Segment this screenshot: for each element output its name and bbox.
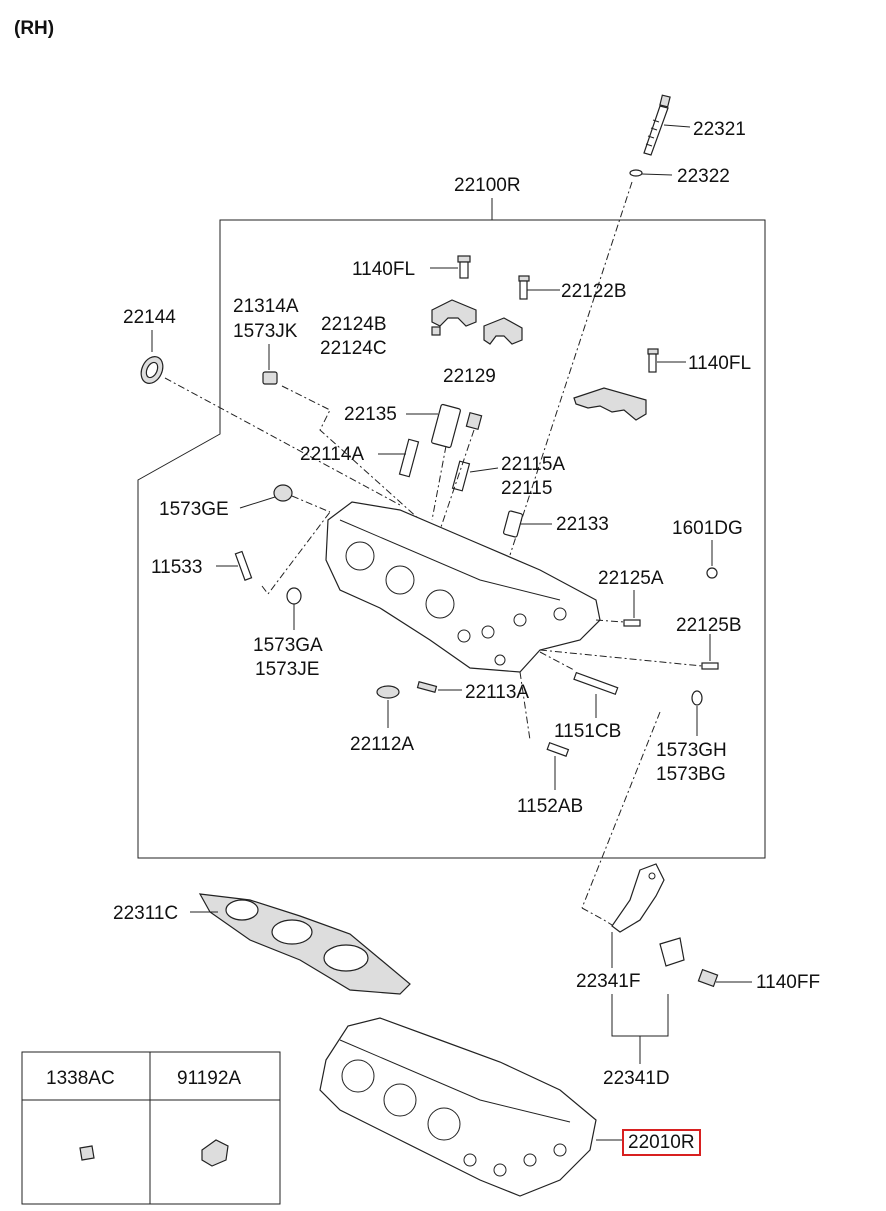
key-22113a-drawing [416, 681, 462, 693]
legend-table [21, 1051, 281, 1205]
label-22114a[interactable]: 22114A [300, 444, 365, 465]
label-22144[interactable]: 22144 [123, 307, 176, 328]
label-1573jk[interactable]: 1573JK [233, 321, 298, 342]
label-1140ff[interactable]: 1140FF [756, 972, 821, 993]
plug-1573ge-drawing [239, 484, 293, 509]
label-22113a[interactable]: 22113A [465, 682, 530, 703]
plug-21314a-drawing [262, 344, 278, 385]
bolt-1140fl-a-drawing [430, 255, 471, 279]
label-22125b[interactable]: 22125B [676, 615, 742, 636]
legend-label-1338ac[interactable]: 1338AC [46, 1068, 115, 1089]
bolt-1140ff-drawing [697, 968, 752, 988]
cylinder-head-22010r-drawing [319, 1017, 622, 1197]
clip-nut-drawing [79, 1145, 95, 1161]
gasket-22311c-drawing [190, 893, 411, 995]
label-22133[interactable]: 22133 [556, 514, 609, 535]
label-22125a[interactable]: 22125A [598, 568, 664, 589]
stud-22125b-drawing [701, 634, 719, 670]
label-22124b[interactable]: 22124B [321, 314, 387, 335]
label-1601dg[interactable]: 1601DG [672, 518, 743, 539]
bolt-guide-line [509, 181, 633, 556]
stud-1151cb-drawing [573, 671, 619, 718]
assembly-frame [137, 219, 766, 859]
label-22311c[interactable]: 22311C [113, 903, 179, 924]
label-1573ge[interactable]: 1573GE [159, 499, 229, 520]
cylinder-head-drawing [325, 501, 601, 673]
label-1140fl-b[interactable]: 1140FL [688, 353, 752, 374]
label-22124c[interactable]: 22124C [320, 338, 387, 359]
label-22322[interactable]: 22322 [677, 166, 730, 187]
legend-label-91192a[interactable]: 91192A [177, 1068, 242, 1089]
cam-cap-drawing [431, 299, 647, 421]
label-1573je[interactable]: 1573JE [255, 659, 320, 680]
label-22115a[interactable]: 22115A [501, 454, 566, 475]
bracket-22341f-drawing [611, 863, 685, 968]
label-22112a[interactable]: 22112A [350, 734, 415, 755]
label-1151cb[interactable]: 1151CB [554, 721, 622, 742]
seal-22112a-drawing [376, 685, 400, 728]
label-1573bg[interactable]: 1573BG [656, 764, 726, 785]
bolt-22321-drawing [643, 94, 691, 156]
washer-22322-drawing [629, 169, 673, 177]
label-21314a[interactable]: 21314A [233, 296, 299, 317]
label-1152ab[interactable]: 1152AB [517, 796, 584, 817]
clip-bracket-drawing [201, 1139, 229, 1167]
label-22129[interactable]: 22129 [443, 366, 496, 387]
stud-1152ab-drawing [546, 741, 570, 790]
bolt-1140fl-b-drawing [647, 348, 686, 373]
plug-1573ga-drawing [286, 587, 302, 630]
label-22341f[interactable]: 22341F [576, 971, 641, 992]
label-22010r-highlighted[interactable]: 22010R [622, 1129, 701, 1156]
bolt-22122b-drawing [518, 275, 560, 300]
label-22100r[interactable]: 22100R [454, 175, 521, 196]
plug-1601dg-drawing [706, 540, 718, 579]
label-22321[interactable]: 22321 [693, 119, 746, 140]
label-22135[interactable]: 22135 [344, 404, 397, 425]
stud-22125a-drawing [623, 590, 641, 627]
stud-11533-drawing [216, 550, 253, 581]
label-1573gh[interactable]: 1573GH [656, 740, 727, 761]
page-title: (RH) [14, 18, 55, 39]
label-1140fl-a[interactable]: 1140FL [352, 259, 416, 280]
bracket-group-bracket [611, 994, 669, 1037]
plug-1573gh-drawing [691, 690, 703, 736]
label-22115[interactable]: 22115 [501, 478, 553, 499]
label-1573ga[interactable]: 1573GA [253, 635, 323, 656]
label-11533[interactable]: 11533 [151, 557, 203, 578]
label-22122b[interactable]: 22122B [561, 281, 627, 302]
seal-22144-drawing [140, 330, 164, 384]
label-22341d[interactable]: 22341D [603, 1068, 670, 1089]
valve-parts-drawing [378, 403, 552, 538]
